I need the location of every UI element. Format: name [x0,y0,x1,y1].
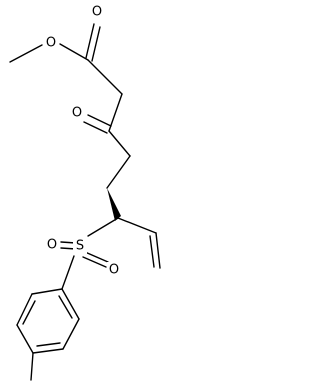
bond-ester-co-double-a [85,23,95,59]
ring-bond-5 [62,318,80,350]
bond-stereo-s [87,217,119,237]
bond-stereo-vinyl-ch [117,217,157,234]
molecule-structure-diagram: O O O S O O [9,4,161,381]
bond-vinyl-double-a [155,232,161,269]
bond-ch2-ch2 [106,155,131,189]
label-bg-sulfonyl-s [73,238,87,255]
bond-ester-co-double-b [91,26,101,62]
atom-sulfonyl-o-left: O [47,238,57,253]
atom-ester-o-carbonyl: O [92,5,102,20]
bond-s-aryl [61,255,75,290]
label-bg-ester-o-carbonyl [90,4,104,20]
ring-bond-6 [61,288,80,320]
ring-bond-4 [32,348,64,354]
atom-sulfonyl-s: S [76,239,84,254]
bond-vinyl-double-b [149,235,155,268]
bond-ketone-c-ch2 [108,130,131,157]
bond-s-o-right-double-a [84,251,109,263]
atom-ester-o-single: O [46,36,56,51]
ring-inner-double-1 [22,300,36,325]
label-bg-ketone-o [70,105,84,121]
bond-ketone-co-double-b [83,121,108,134]
label-bg-sulfonyl-o-right [107,262,121,278]
label-bg-ester-o-single [44,35,58,51]
bond-s-o-right-double-b [82,256,107,268]
atom-sulfonyl-o-right: O [109,263,119,278]
bond-methyl-o [9,44,43,63]
bond-ketone-co-double-a [87,114,112,127]
bond-ch2-ketone-c [108,93,123,132]
bond-wedge-stereocenter [107,188,121,221]
ring-bond-3 [16,324,34,354]
ring-bond-1 [31,288,63,295]
bond-ring-methyl [30,352,34,381]
ring-inner-double-3 [58,295,73,319]
ring-inner-double-2 [36,342,61,347]
atom-ketone-o: O [72,106,82,121]
ring-bond-2 [16,293,33,326]
bond-o-ester-carbon [59,43,89,61]
label-bg-sulfonyl-o-left [45,237,59,253]
bond-ester-c-ch2 [87,59,123,95]
